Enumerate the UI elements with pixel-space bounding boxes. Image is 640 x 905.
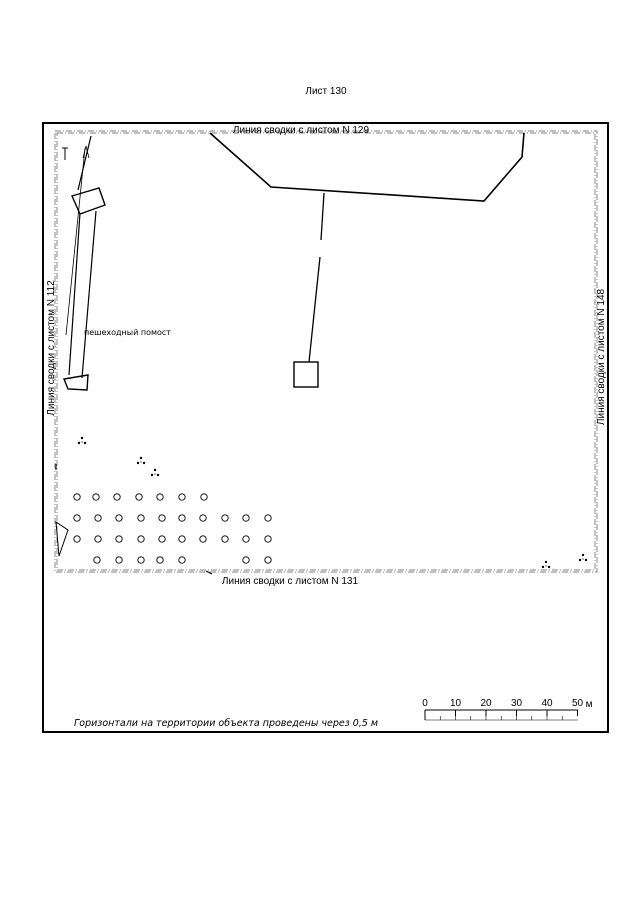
tree-circle (137, 514, 145, 522)
tree-circle (73, 535, 81, 543)
tree-circle (242, 556, 250, 564)
contour-note: Горизонтали на территории объекта провед… (74, 718, 378, 729)
tree-circle (73, 514, 81, 522)
tree-circle (158, 514, 166, 522)
tree-cluster-icon (136, 456, 146, 465)
tree-circle (199, 514, 207, 522)
tree-circle (113, 493, 121, 501)
tree-circle (264, 535, 272, 543)
tree-circle (73, 493, 81, 501)
tree-circle (115, 514, 123, 522)
scale-tick-label: 0 (422, 698, 428, 709)
top-edge-label: Линия сводки с листом N 129 (233, 125, 370, 136)
bridge-label: пешеходный помост (84, 328, 171, 337)
tree-circle (264, 514, 272, 522)
power-line (293, 192, 325, 388)
left-edge-label: Линия сводки с листом N 112 (46, 280, 57, 416)
tree-circle (178, 556, 186, 564)
tree-circle (137, 556, 145, 564)
scale-tick-label: 50 (572, 698, 584, 709)
scale-tick-label: 20 (480, 698, 492, 709)
sheet-title: Лист 130 (305, 86, 347, 97)
tree-circle (242, 514, 250, 522)
edge-triangle (55, 521, 69, 557)
scale-tick-label: 40 (541, 698, 553, 709)
tree-circle (115, 556, 123, 564)
tree-cluster-icon (77, 436, 87, 445)
tree-circle (178, 514, 186, 522)
point-markers (77, 436, 588, 569)
bottom-edge-label: Линия сводки с листом N 131 (222, 576, 359, 587)
tree-cluster-icon (541, 560, 551, 569)
tree-circle (92, 493, 100, 501)
tree-circle (115, 535, 123, 543)
tree-circle (93, 556, 101, 564)
survey-marker (62, 147, 68, 160)
tree-circle (221, 514, 229, 522)
tree-circle (242, 535, 250, 543)
tree-circle (221, 535, 229, 543)
scale-unit: м (586, 699, 593, 710)
tree-circle (264, 556, 272, 564)
tree-circle (178, 493, 186, 501)
border-dash (205, 570, 213, 575)
tree-circle (156, 556, 164, 564)
tree-circle (158, 535, 166, 543)
tree-circle (137, 535, 145, 543)
scale-bar: 0 10 20 30 40 50 м (422, 698, 593, 721)
tree-cluster-icon (150, 468, 160, 477)
right-edge-label: Линия сводки с листом N 148 (596, 288, 607, 425)
tree-circle (178, 535, 186, 543)
tree-grid (73, 493, 272, 564)
tree-circle (156, 493, 164, 501)
tree-circle (94, 514, 102, 522)
tree-cluster-icon (578, 553, 588, 562)
building-outline (209, 132, 525, 202)
scale-tick-label: 30 (511, 698, 523, 709)
pedestrian-bridge (63, 135, 106, 391)
tree-circle (199, 535, 207, 543)
tree-circle (135, 493, 143, 501)
scale-tick-label: 10 (450, 698, 462, 709)
outer-frame (42, 122, 609, 733)
summary-boundary (54, 130, 598, 573)
tree-circle (200, 493, 208, 501)
tree-circle (94, 535, 102, 543)
